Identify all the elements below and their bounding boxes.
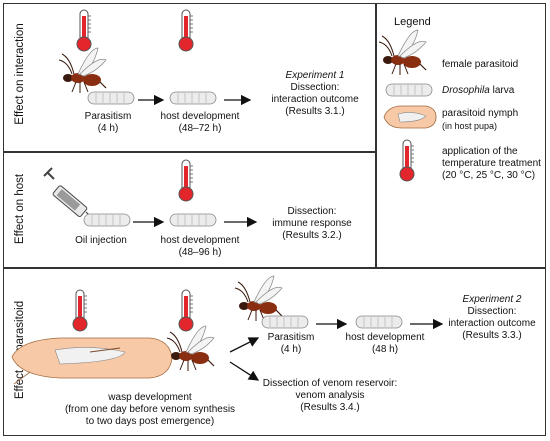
- thermometer-icon: [76, 9, 92, 52]
- venom-analysis-label: Dissection of venom reservoir: venom ana…: [262, 378, 398, 413]
- thermometer-icon: [399, 139, 415, 182]
- legend-thermo-label: application of the temperature treatment…: [442, 146, 541, 181]
- larva-icon: [169, 91, 217, 105]
- pupa-icon: [11, 337, 173, 385]
- arrow: [229, 337, 260, 353]
- legend-wasp-label: female parasitoid: [442, 59, 519, 70]
- wasp-icon: [166, 325, 215, 372]
- wasp-development-label: wasp development (from one day before ve…: [64, 392, 236, 427]
- parasitoid-panel: [3, 268, 546, 436]
- interaction-panel: [3, 3, 376, 152]
- thermometer-icon: [178, 159, 194, 202]
- experiment-2-result: Experiment 2 Dissection: interaction out…: [440, 294, 544, 342]
- host-step1-label: Oil injection: [75, 235, 127, 246]
- experiment-1-title: Experiment 1: [285, 70, 345, 81]
- larva-icon: [169, 213, 217, 227]
- wasp-icon: [378, 29, 427, 76]
- arrow: [229, 361, 260, 381]
- parasitoid-step2-label: host development(48 h): [345, 332, 425, 355]
- thermometer-icon: [178, 289, 194, 332]
- wasp-icon: [58, 47, 107, 94]
- interaction-step1-label: Parasitism(4 h): [84, 111, 132, 134]
- parasitoid-step1-label: Parasitism(4 h): [267, 332, 315, 355]
- experiment-1-result: Experiment 1 Dissection: interaction out…: [260, 70, 370, 118]
- larva-icon: [355, 315, 403, 329]
- thermometer-icon: [72, 289, 88, 332]
- host-result: Dissection: immune response (Results 3.2…: [272, 206, 352, 241]
- host-step2-label: host development(48–96 h): [160, 235, 240, 258]
- legend-title: Legend: [394, 16, 431, 28]
- interaction-step2-label: host development(48–72 h): [160, 111, 240, 134]
- host-panel: [3, 152, 376, 268]
- larva-icon: [261, 315, 309, 329]
- thermometer-icon: [178, 9, 194, 52]
- legend-panel: [376, 3, 546, 268]
- syringe-icon: [43, 167, 95, 221]
- larva-icon: [385, 83, 433, 97]
- legend-nymph-label: parasitoid nymph (in host pupa): [442, 108, 519, 131]
- larva-icon: [83, 213, 131, 227]
- legend-larva-label: Drosophila larva: [442, 85, 515, 96]
- larva-icon: [87, 91, 135, 105]
- wasp-icon: [234, 275, 283, 322]
- experiment-2-title: Experiment 2: [462, 294, 522, 305]
- pupa-icon: [383, 105, 437, 129]
